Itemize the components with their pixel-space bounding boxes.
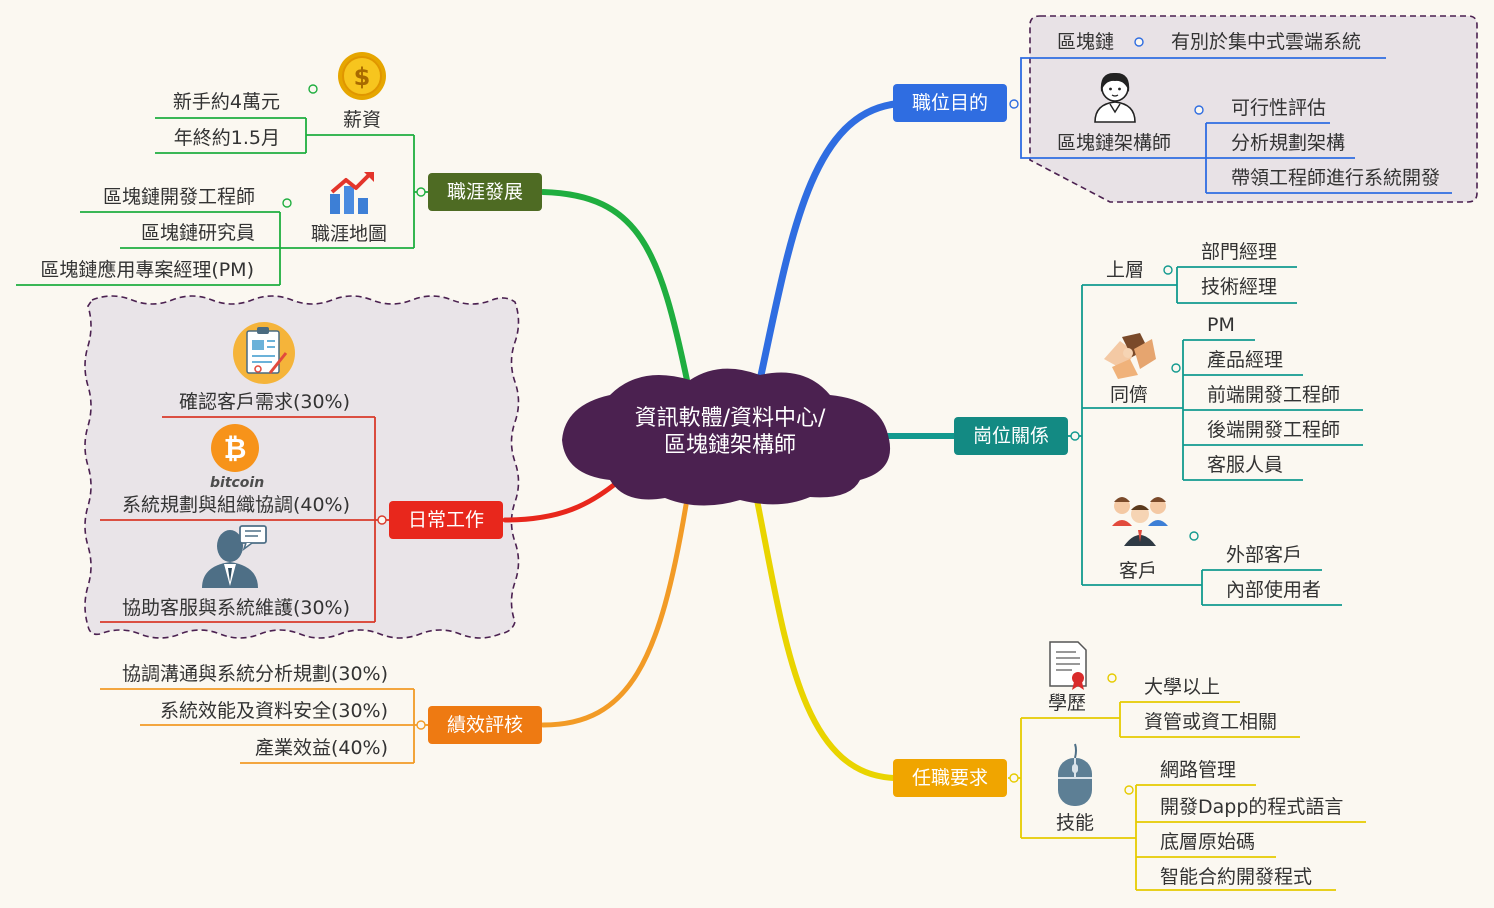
handshake-icon: [1104, 333, 1156, 379]
career-salary-item[interactable]: 新手約4萬元: [172, 91, 280, 113]
purpose-blockchain-detail[interactable]: 有別於集中式雲端系統: [1171, 31, 1362, 53]
svg-text:$: $: [354, 63, 371, 91]
toggle-purpose[interactable]: [1009, 99, 1019, 109]
relation-upper-item[interactable]: 技術經理: [1201, 276, 1278, 298]
people-group-icon: [1112, 497, 1168, 546]
relation-peers-label[interactable]: 同儕: [1110, 384, 1149, 406]
perf-item[interactable]: 系統效能及資料安全(30%): [159, 700, 388, 722]
bitcoin-icon-text: bitcoin: [210, 475, 265, 491]
require-skills-label[interactable]: 技能: [1056, 812, 1095, 834]
toggle-perf[interactable]: [416, 720, 426, 730]
daily-dashed-frame: [84, 295, 520, 639]
center-title-line1: 資訊軟體/資料中心/: [634, 406, 826, 431]
branch-curve-perf: [540, 502, 689, 728]
branch-curve-career: [540, 189, 691, 388]
branch-curve-purpose: [756, 100, 899, 384]
branch-require[interactable]: 任職要求: [893, 759, 1007, 797]
daily-item[interactable]: 協助客服與系統維護(30%): [121, 597, 350, 619]
relation-peers-item[interactable]: 前端開發工程師: [1207, 384, 1341, 406]
certificate-icon: [1049, 641, 1087, 690]
toggle-daily[interactable]: [377, 515, 387, 525]
toggle-require[interactable]: [1009, 773, 1019, 783]
career-map-item[interactable]: 區塊鏈開發工程師: [102, 186, 255, 208]
relation-peers-item[interactable]: 產品經理: [1207, 349, 1284, 371]
purpose-dashed-frame: [1029, 15, 1478, 203]
require-skills-item[interactable]: 智能合約開發程式: [1160, 866, 1313, 888]
toggle-education[interactable]: [1107, 673, 1117, 683]
relation-clients-label[interactable]: 客戶: [1119, 560, 1158, 582]
require-skills-item[interactable]: 底層原始碼: [1160, 831, 1256, 853]
relation-upper-label[interactable]: 上層: [1106, 259, 1145, 281]
require-skills-item[interactable]: 開發Dapp的程式語言: [1160, 796, 1344, 818]
toggle-salary[interactable]: [308, 84, 318, 94]
relation-peers-item[interactable]: PM: [1207, 314, 1235, 336]
relation-clients-item[interactable]: 外部客戶: [1226, 544, 1303, 566]
daily-item[interactable]: 系統規劃與組織協調(40%): [121, 494, 350, 516]
clipboard-icon: [233, 322, 295, 384]
bitcoin-icon: ₿: [211, 424, 259, 472]
daily-item[interactable]: 確認客戶需求(30%): [178, 391, 350, 413]
toggle-upper[interactable]: [1163, 265, 1173, 275]
woman-avatar-icon: [1094, 72, 1136, 123]
branch-relation[interactable]: 崗位關係: [954, 417, 1068, 455]
relation-clients-item[interactable]: 內部使用者: [1226, 579, 1322, 601]
purpose-architect-item[interactable]: 可行性評估: [1231, 97, 1327, 119]
career-salary-label[interactable]: 薪資: [343, 109, 382, 131]
center-cloud: [562, 368, 891, 506]
dollar-coin-icon: $: [338, 52, 386, 100]
require-education-item[interactable]: 大學以上: [1144, 676, 1221, 698]
toggle-blockchain[interactable]: [1134, 37, 1144, 47]
relation-peers-item[interactable]: 客服人員: [1207, 454, 1284, 476]
toggle-skills[interactable]: [1124, 785, 1134, 795]
purpose-architect-label[interactable]: 區塊鏈架構師: [1057, 132, 1172, 154]
branch-career[interactable]: 職涯發展: [428, 173, 542, 211]
require-skills-item[interactable]: 網路管理: [1160, 759, 1237, 781]
purpose-architect-item[interactable]: 分析規劃架構: [1231, 132, 1346, 154]
purpose-architect-item[interactable]: 帶領工程師進行系統開發: [1231, 167, 1441, 189]
career-map-item[interactable]: 區塊鏈研究員: [140, 222, 255, 244]
branch-daily[interactable]: 日常工作: [389, 501, 503, 539]
branch-curve-daily: [502, 477, 623, 523]
career-salary-item[interactable]: 年終約1.5月: [173, 127, 280, 149]
toggle-career[interactable]: [416, 187, 426, 197]
career-map-item[interactable]: 區塊鏈應用專案經理(PM): [40, 259, 254, 281]
relation-peers-item[interactable]: 後端開發工程師: [1207, 419, 1341, 441]
purpose-blockchain-label[interactable]: 區塊鏈: [1057, 31, 1115, 53]
branch-purpose[interactable]: 職位目的: [893, 84, 1007, 122]
require-education-label[interactable]: 學歷: [1048, 692, 1087, 714]
growth-chart-icon: [330, 172, 374, 214]
support-agent-icon: [202, 525, 267, 588]
svg-text:₿: ₿: [224, 432, 247, 465]
branch-perf[interactable]: 績效評核: [428, 706, 542, 744]
center-topic[interactable]: 資訊軟體/資料中心/ 區塊鏈架構師: [600, 405, 860, 459]
perf-item[interactable]: 產業效益(40%): [254, 737, 388, 759]
relation-upper-item[interactable]: 部門經理: [1201, 241, 1278, 263]
toggle-architect[interactable]: [1194, 105, 1204, 115]
perf-item[interactable]: 協調溝通與系統分析規劃(30%): [121, 663, 388, 685]
center-title-line2: 區塊鏈架構師: [663, 433, 796, 458]
career-map-label[interactable]: 職涯地圖: [311, 223, 388, 245]
toggle-relation[interactable]: [1070, 431, 1080, 441]
toggle-peers[interactable]: [1171, 363, 1181, 373]
require-education-item[interactable]: 資管或資工相關: [1144, 711, 1278, 733]
toggle-clients[interactable]: [1189, 531, 1199, 541]
branch-curve-require: [754, 497, 898, 781]
mouse-icon: [1058, 743, 1092, 806]
toggle-map[interactable]: [282, 198, 292, 208]
